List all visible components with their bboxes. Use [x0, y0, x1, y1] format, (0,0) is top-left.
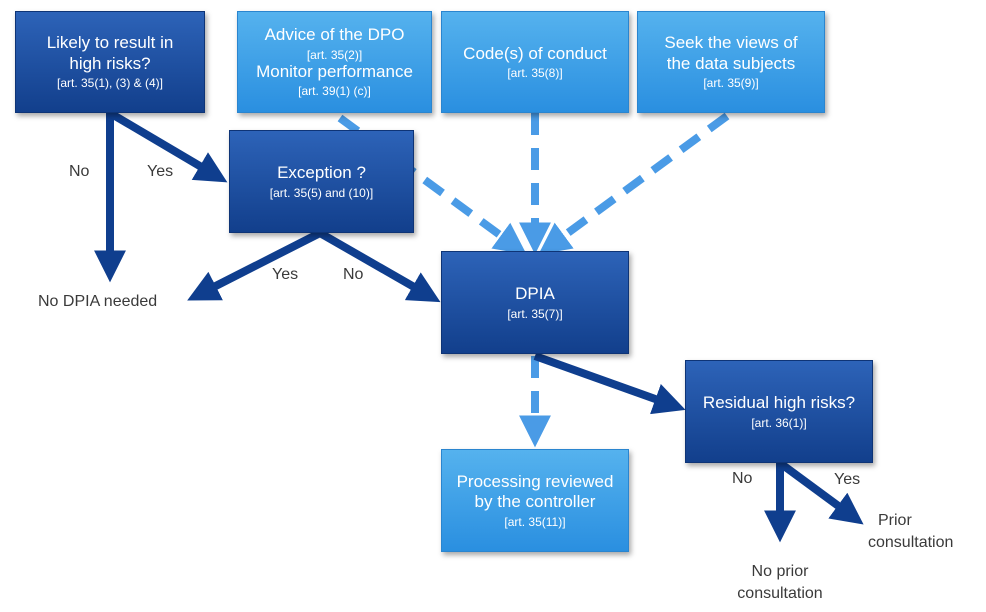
arrow-dpia-to-residual: [533, 352, 686, 415]
node-processing-reviewed: Processing reviewed by the controller [a…: [441, 449, 629, 552]
node-codes-of-conduct: Code(s) of conduct [art. 35(8)]: [441, 11, 629, 113]
outcome-no-dpia-needed: No DPIA needed: [38, 293, 158, 310]
edge-label-likely-yes: Yes: [147, 163, 174, 180]
arrow-exception-yes: [187, 229, 322, 301]
edge-label-exception-no: No: [343, 266, 364, 283]
node-views-ref: [art. 35(9)]: [703, 76, 759, 91]
node-processing-line1: Processing reviewed: [456, 471, 614, 491]
arrow-exception-no: [318, 229, 441, 303]
node-dpo-line2: Monitor performance: [256, 62, 413, 81]
node-processing-ref: [art. 35(11)]: [504, 514, 566, 529]
node-views-data-subjects: Seek the views of the data subjects [art…: [637, 11, 825, 113]
node-views-line2: the data subjects: [666, 53, 796, 73]
node-dpia-ref: [art. 35(7)]: [507, 306, 563, 321]
outcome-prior-consultation: Prior consultation: [868, 510, 953, 553]
node-residual-high-risks: Residual high risks? [art. 36(1)]: [685, 360, 873, 463]
node-processing-line2: by the controller: [474, 492, 596, 512]
node-views-line1: Seek the views of: [664, 33, 798, 53]
node-dpia-line1: DPIA: [515, 284, 555, 304]
arrow-residual-yes: [777, 459, 864, 525]
edge-label-residual-no: No: [732, 470, 753, 487]
node-likely-high-risks: Likely to result in high risks? [art. 35…: [15, 11, 205, 113]
node-exception-line1: Exception ?: [277, 163, 366, 183]
outcome-no-prior-consultation: No prior consultation: [722, 561, 838, 604]
outcome-prior-line1: Prior: [878, 512, 912, 529]
node-dpo-ref1: [art. 35(2)]: [306, 47, 363, 62]
outcome-no-prior-line2: consultation: [737, 584, 823, 602]
edge-label-exception-yes: Yes: [272, 266, 299, 283]
node-dpia: DPIA [art. 35(7)]: [441, 251, 629, 354]
node-likely-line2: high risks?: [69, 53, 151, 73]
node-likely-ref: [art. 35(1), (3) & (4)]: [56, 76, 164, 91]
arrow-likely-yes: [107, 109, 228, 183]
outcome-no-prior-line1: No prior: [751, 563, 809, 580]
outcome-prior-line2: consultation: [868, 533, 954, 551]
node-codes-ref: [art. 35(8)]: [507, 66, 563, 80]
arrow-views-to-dpia: [538, 112, 730, 255]
node-likely-line1: Likely to result in: [46, 33, 174, 53]
node-exception-ref: [art. 35(5) and (10)]: [269, 185, 374, 200]
node-advice-dpo: Advice of the DPO [art. 35(2)] Monitor p…: [237, 11, 432, 113]
node-dpo-ref2: [art. 39(1) (c)]: [298, 84, 371, 99]
edge-label-likely-no: No: [69, 163, 90, 180]
node-dpo-line1: Advice of the DPO: [264, 25, 405, 45]
node-residual-ref: [art. 36(1)]: [751, 415, 807, 430]
node-exception: Exception ? [art. 35(5) and (10)]: [229, 130, 414, 233]
node-residual-line1: Residual high risks?: [702, 393, 856, 413]
edge-label-residual-yes: Yes: [834, 471, 861, 488]
node-codes-line1: Code(s) of conduct: [463, 43, 607, 63]
